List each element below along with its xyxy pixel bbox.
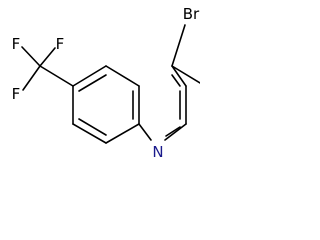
atom-label-f3: F (12, 85, 21, 103)
atom-label-br: Br (183, 5, 200, 23)
structure-canvas: Br N F F F (11, 5, 200, 161)
atom-label-f1: F (12, 35, 21, 53)
f1-cf3-bond (21, 46, 41, 67)
c2-n-inner (165, 126, 181, 137)
n-c8a-bond (138, 123, 152, 141)
c5-c4a-bond (105, 65, 140, 87)
c6-c5-inner (78, 74, 107, 92)
atom-label-n: N (152, 143, 163, 161)
c4-c3-bond (171, 65, 200, 84)
molecule-structure: Br N F F F (12, 5, 200, 161)
c4-br-bond (171, 24, 186, 67)
f2-cf3-bond (39, 47, 56, 67)
c4-c3-bond (171, 65, 187, 87)
c4-c3-inner (171, 74, 181, 87)
cf3-c6-bond (39, 65, 74, 87)
bond-layer (21, 24, 200, 144)
c2-n-bond (164, 123, 187, 141)
f3-cf3-bond (22, 65, 41, 91)
c6-c5-bond (72, 65, 107, 87)
c8-c7-bond (72, 123, 107, 144)
atom-label-f2: F (56, 35, 65, 53)
c8-c7-inner (78, 118, 107, 136)
c8a-c8-bond (105, 123, 140, 144)
